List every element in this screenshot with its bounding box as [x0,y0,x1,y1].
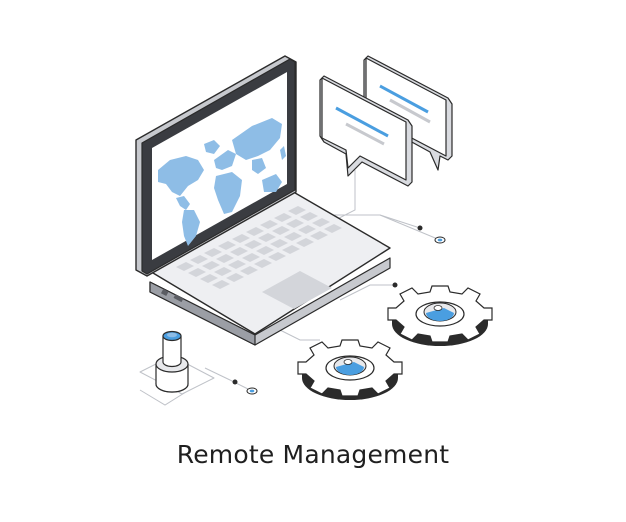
keyboard [176,206,342,289]
laptop-icon [135,55,391,346]
connector-dot [392,282,398,288]
connector-dot [417,225,423,231]
connector-dot [232,379,238,385]
trackpad [262,271,332,309]
chat-bubble-icon [319,55,453,187]
joystick-icon [139,330,215,395]
illustration-caption: Remote Management [176,440,450,469]
world-map-icon [158,118,286,246]
gear-icon [297,339,403,400]
gear-icon [387,285,493,346]
connector-dots [232,225,446,395]
